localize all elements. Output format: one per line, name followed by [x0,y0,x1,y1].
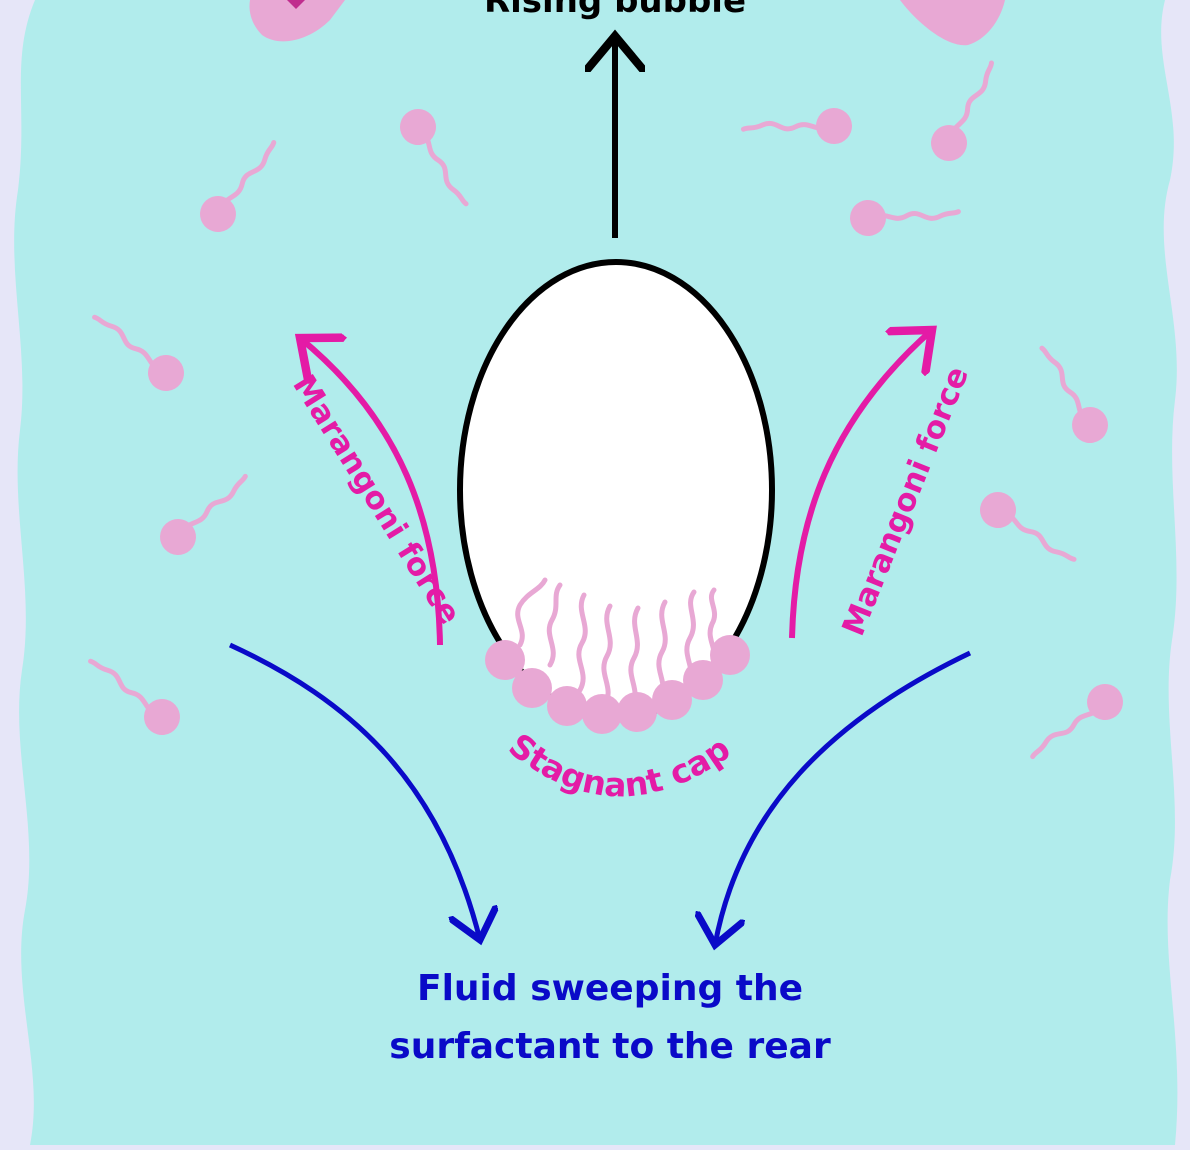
fluid-label-line2: surfactant to the rear [389,1026,831,1067]
fluid-label-line1: Fluid sweeping the [417,968,803,1009]
rising-bubble-label: Rising bubble [484,0,746,21]
